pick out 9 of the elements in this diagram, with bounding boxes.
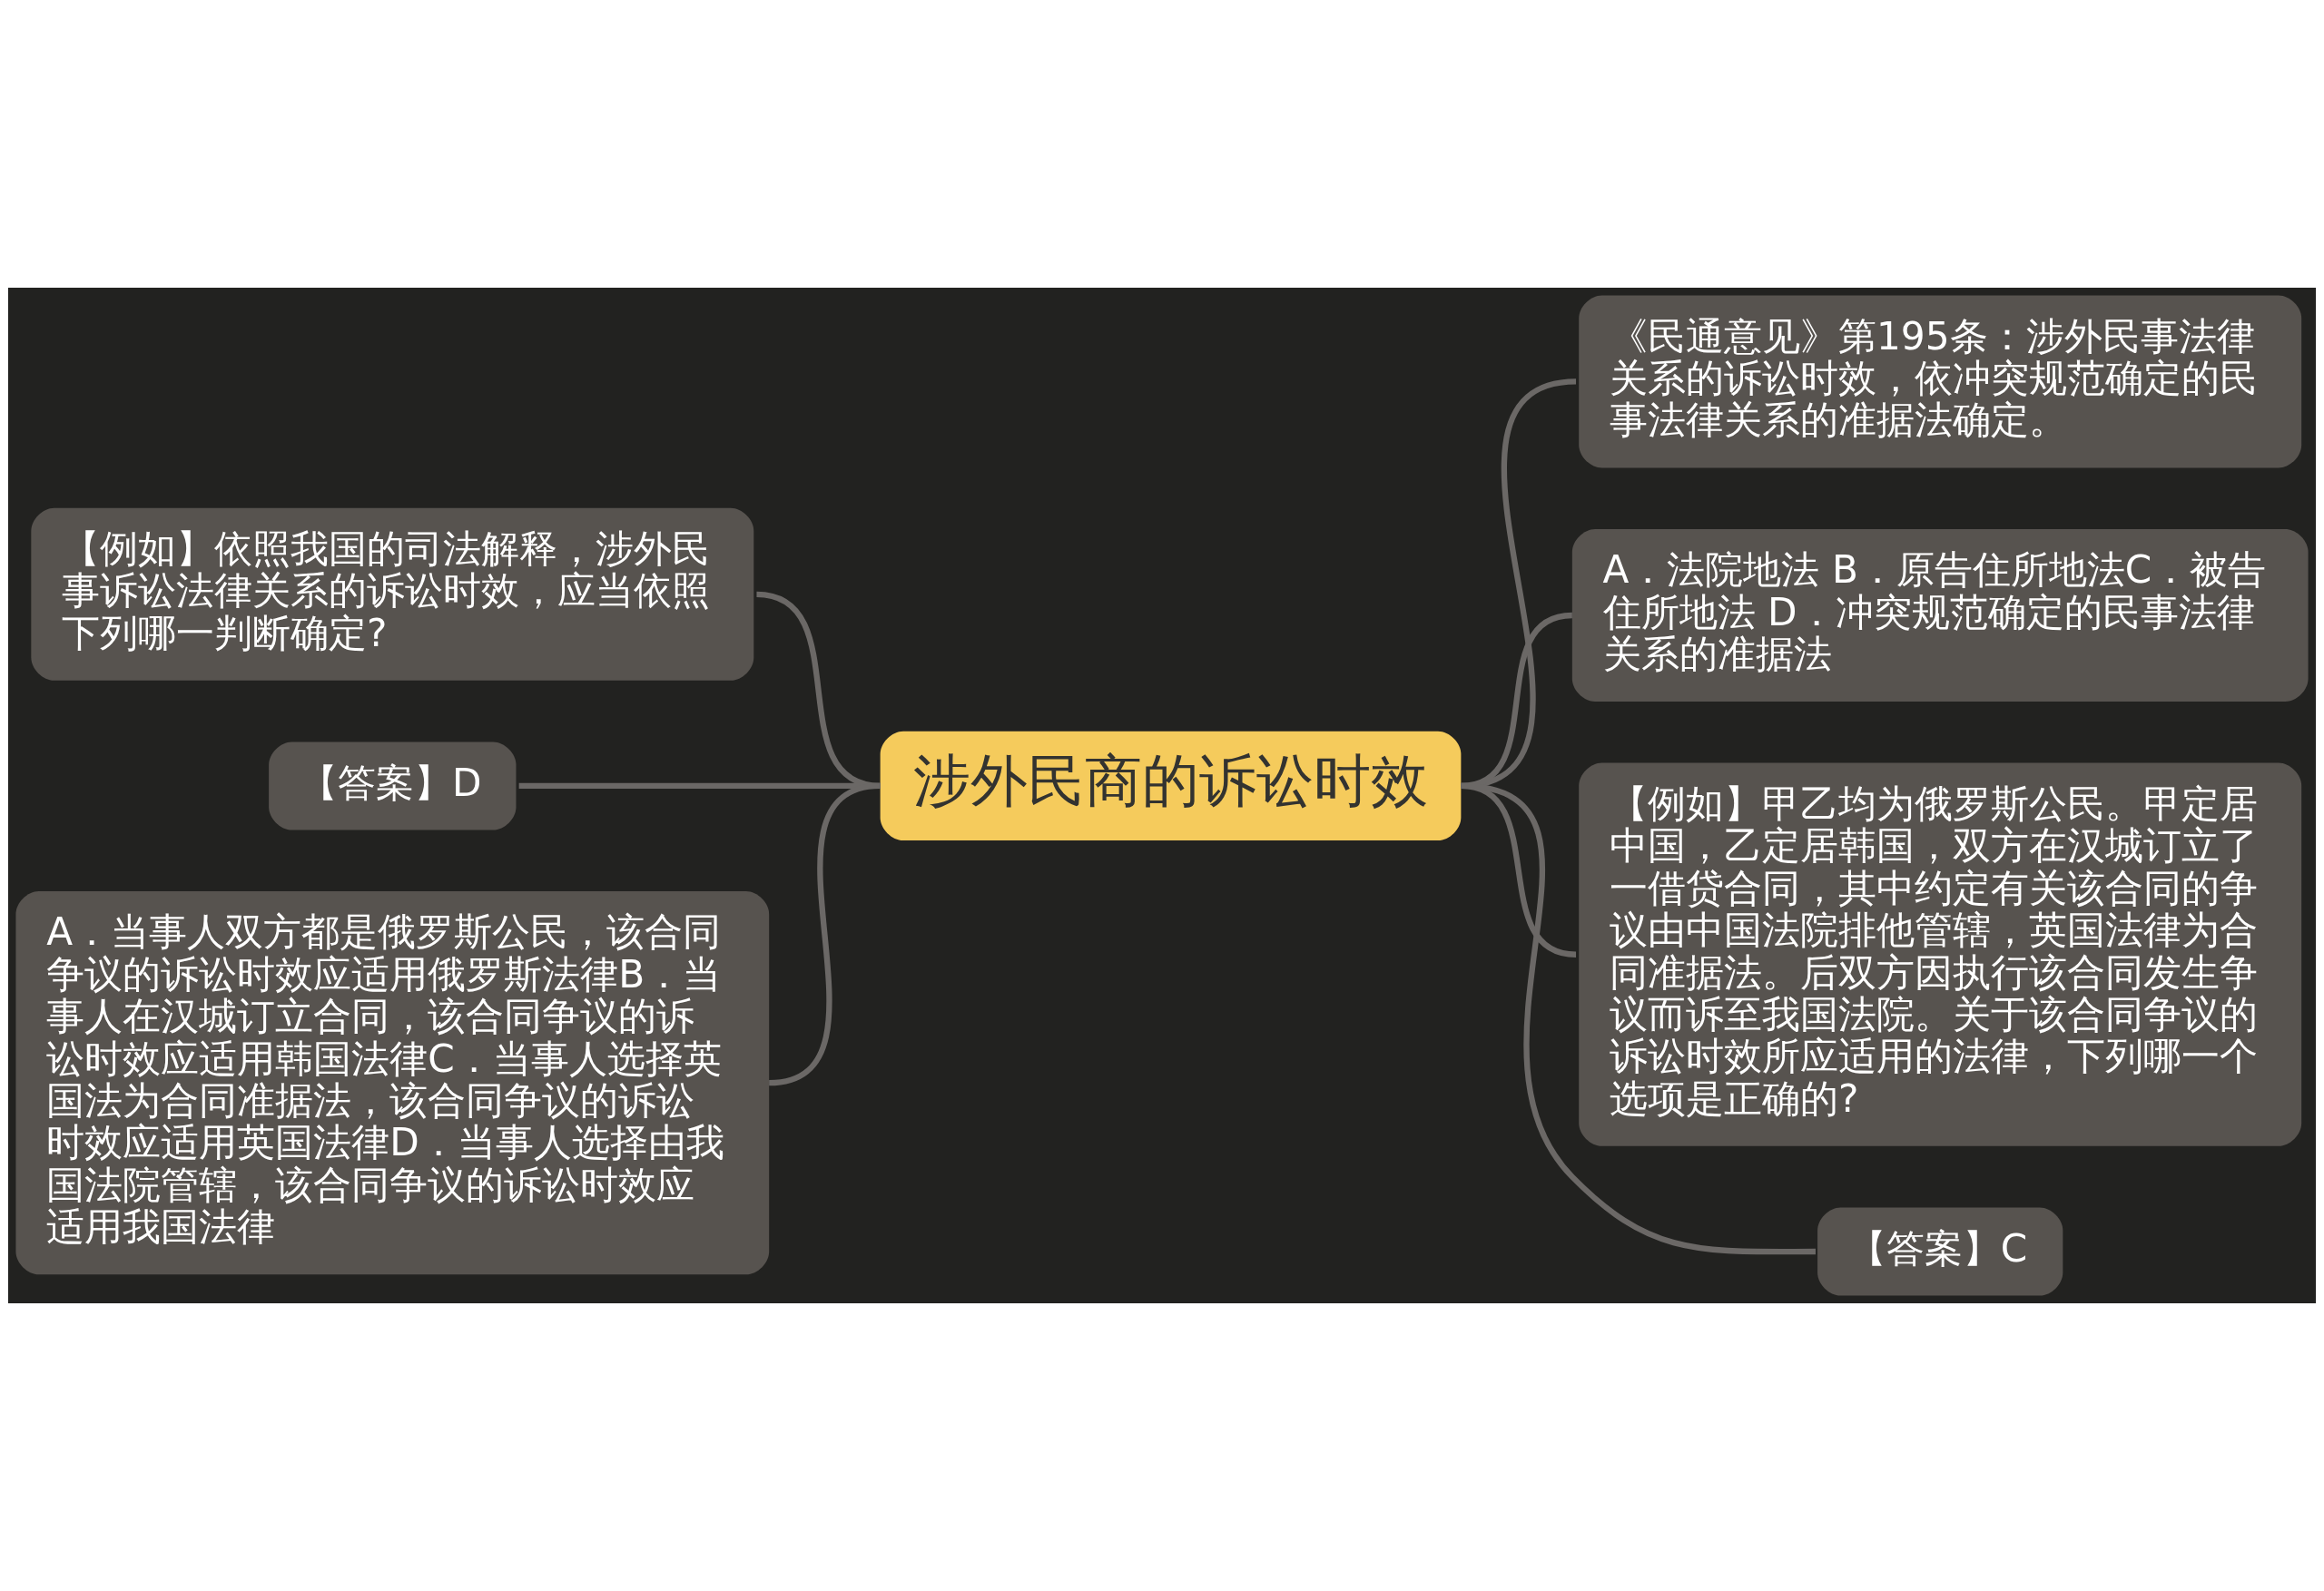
node-box: A．当事人双方都是俄罗斯公民，该合同争议的诉讼时效应适用俄罗斯法律B．当事人在汉城订立合同，该合同争议的诉讼时效应适用韩国法律C．当事人选择英国法为合同准据法，该合同争议的诉讼时效应适用英国法律D．当事人选择由我国法院管辖，该合同争议的诉讼时效应适用我国法律 bbox=[15, 891, 770, 1275]
node-box: 【答案】D bbox=[269, 741, 517, 830]
node-box: 【例如】甲乙均为俄罗斯公民。甲定居中国，乙定居韩国，双方在汉城订立了一借贷合同，其中约定有关该合同的争议由中国法院排他管辖，英国法律为合同准据法。后双方因执行该合同发生争议而诉至我国法院。关于该合同争议的诉讼时效所应适用的法律，下列哪一个选项是正确的? bbox=[1579, 762, 2302, 1146]
node-box: 涉外民商的诉讼时效 bbox=[880, 731, 1462, 841]
connector bbox=[768, 782, 881, 1086]
node-box: 【例如】依照我国的司法解释，涉外民事诉讼法律关系的诉讼时效，应当依照下列哪一判断确定? bbox=[31, 507, 754, 681]
node-box: A．法院地法 B．原告住所地法C．被告住所地法 D．冲突规范确定的民事法律关系的准据法 bbox=[1571, 529, 2309, 702]
node-box: 《民通意见》第195条：涉外民事法律关系的诉讼时效，依冲突规范确定的民事法律关系的准据法确定。 bbox=[1579, 295, 2302, 468]
node-box: 【答案】C bbox=[1817, 1207, 2063, 1296]
